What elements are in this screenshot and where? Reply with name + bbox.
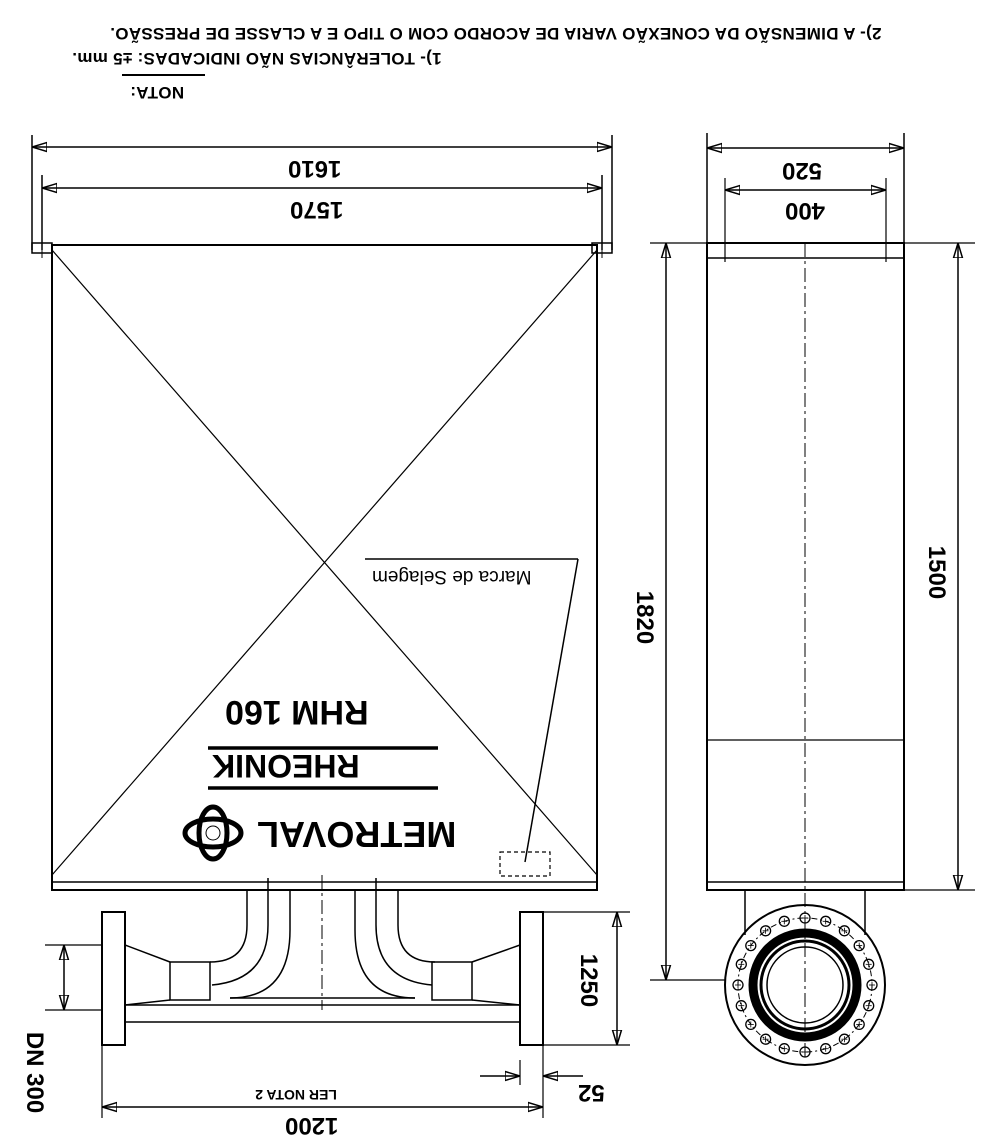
flow-tube-assembly — [101, 875, 544, 1046]
dim-inner-width: 1570 — [290, 196, 343, 223]
bolt-hole — [759, 925, 772, 937]
dim-side-inner-width: 400 — [785, 197, 825, 224]
bolt-hole — [735, 1000, 747, 1012]
left-flange — [101, 911, 126, 1046]
front-view: 1610 1570 Marca de Selagem RHM 160 RHEON… — [21, 135, 630, 1137]
bolt-hole — [759, 1033, 772, 1045]
bolt-hole — [838, 925, 851, 937]
housing-outline — [51, 244, 598, 891]
bolt-hole — [838, 1033, 851, 1045]
bolt-hole — [799, 912, 811, 924]
right-flange — [519, 911, 544, 1046]
dim-length: 1200 — [285, 1112, 338, 1137]
dim-total-height: 1820 — [631, 591, 658, 644]
housing-cross-diagonal-2 — [51, 249, 598, 876]
product-label: RHEONIK — [212, 748, 360, 784]
dim-flange-thickness: 52 — [578, 1079, 605, 1106]
model-label: RHM 160 — [225, 693, 369, 731]
bolt-hole — [778, 1043, 790, 1055]
dim-side-width: 520 — [782, 157, 822, 184]
bolt-hole — [778, 915, 790, 927]
seal-mark-box — [499, 851, 551, 877]
bolt-hole — [853, 939, 865, 952]
seal-leader-line — [524, 558, 579, 863]
dim-tube-height: 1250 — [575, 954, 602, 1007]
notes-title: NOTA: — [130, 83, 184, 102]
bolt-hole — [863, 958, 875, 970]
bolt-hole — [799, 1046, 811, 1058]
flange-bolt-holes — [732, 912, 878, 1058]
brand-label: METROVAL — [257, 814, 456, 855]
notes-block: 2)- A DIMENSÃO DA CONEXÃO VARIA DE ACORD… — [72, 24, 882, 102]
flange-end-view — [724, 904, 886, 1066]
side-housing-outline — [706, 242, 905, 891]
length-note: LER NOTA 2 — [255, 1087, 337, 1103]
bolt-hole — [853, 1018, 865, 1031]
side-view: 520 400 1820 1500 — [631, 133, 975, 1066]
bolt-hole — [866, 979, 878, 991]
bolt-hole — [745, 1018, 757, 1031]
dim-connection-size: DN 300 — [21, 1032, 48, 1113]
seal-mark-label: Marca de Selagem — [372, 566, 531, 587]
note-1: 1)- TOLERÂNCIAS NÃO INDICADAS: ±5 mm. — [72, 49, 442, 69]
bolt-hole — [820, 915, 832, 927]
bolt-hole — [820, 1043, 832, 1055]
bolt-hole — [745, 939, 757, 952]
dim-box-height: 1500 — [923, 546, 950, 599]
bolt-hole — [732, 979, 744, 991]
bolt-hole — [735, 958, 747, 970]
note-2: 2)- A DIMENSÃO DA CONEXÃO VARIA DE ACORD… — [110, 24, 882, 44]
metroval-logo-icon — [182, 804, 244, 862]
bolt-hole — [863, 1000, 875, 1012]
dim-overall-width: 1610 — [288, 155, 341, 182]
